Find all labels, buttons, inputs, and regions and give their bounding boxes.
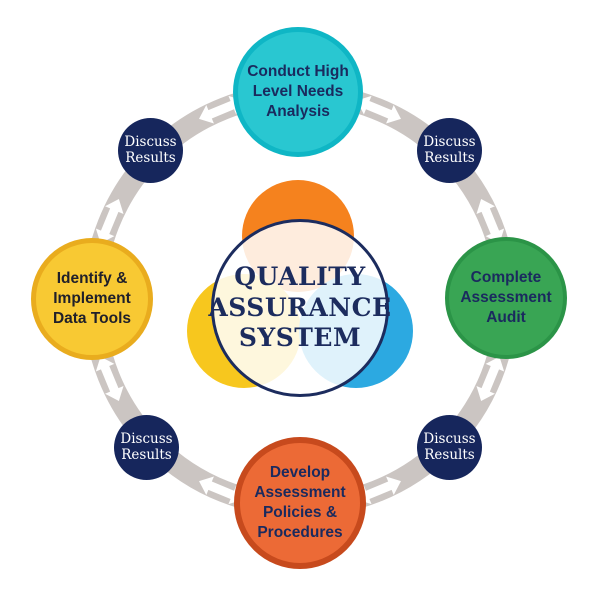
connector-label-line: Discuss [124,133,177,150]
connector-discuss-results-top-left: Discuss Results [118,118,183,183]
connector-label-line: Discuss [423,430,476,447]
node-label-line: Audit [486,309,526,327]
node-label-line: Identify & [56,269,128,287]
center-circle: QUALITY ASSURANCE SYSTEM [208,219,391,397]
node-label-line: Assessment [460,288,552,306]
connector-label-line: Results [424,446,475,463]
center-title: QUALITY ASSURANCE SYSTEM [208,262,391,354]
node-label-line: Assessment [254,483,346,501]
center-title-line: QUALITY [234,262,366,292]
node-label-line: Policies & [262,504,338,521]
node-conduct-high-level-needs-analysis: Conduct High Level Needs Analysis [233,27,363,157]
node-develop-assessment-policies-procedures: Develop Assessment Policies & Procedures [234,437,366,569]
node-label-line: Implement [53,289,131,307]
center-title-line: ASSURANCE [208,292,392,322]
node-identify-implement-data-tools: Identify & Implement Data Tools [31,238,153,360]
node-complete-assessment-audit: Complete Assessment Audit [445,237,567,359]
connector-discuss-results-top-right: Discuss Results [417,118,482,183]
node-label-line: Complete [470,268,542,286]
node-label-line: Develop [269,463,331,481]
connector-label-line: Results [121,446,172,463]
connector-label-line: Results [424,149,475,166]
node-label-line: Procedures [257,524,343,542]
connector-label-line: Discuss [120,430,173,447]
node-label: Complete Assessment Audit [460,268,551,328]
node-label-line: Analysis [266,103,330,121]
node-label: Identify & Implement Data Tools [53,269,131,329]
connector-discuss-results-bottom-right: Discuss Results [417,415,482,480]
node-label-line: Data Tools [52,310,132,328]
node-label: Conduct High Level Needs Analysis [247,62,349,122]
connector-label-line: Results [125,149,176,166]
connector-discuss-results-bottom-left: Discuss Results [114,415,179,480]
center-title-line: SYSTEM [238,323,362,353]
node-label-line: Level Needs [252,82,344,100]
connector-label-line: Discuss [423,133,476,150]
node-label-line: Conduct High [247,62,349,80]
node-label: Develop Assessment Policies & Procedures [254,463,345,544]
